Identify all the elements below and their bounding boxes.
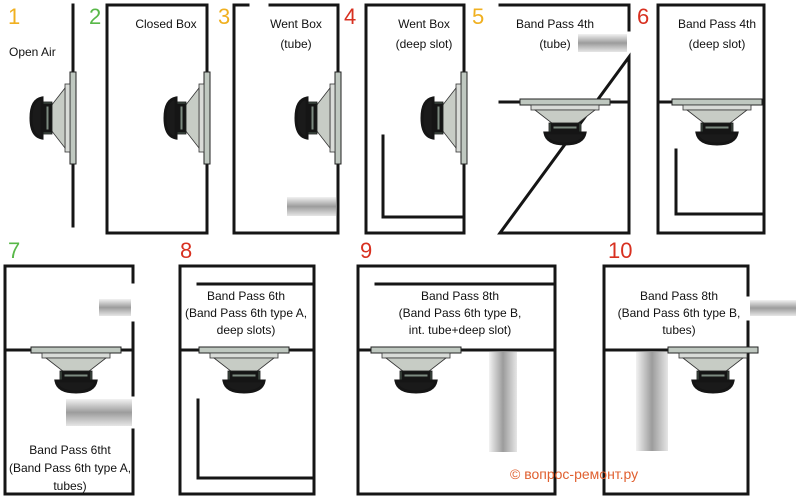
diagram-number: 3	[218, 4, 230, 29]
diagram-number: 8	[180, 238, 192, 263]
diagram-number: 1	[8, 4, 20, 29]
label-line: (Band Pass 6th type A,	[9, 461, 131, 475]
enclosure-box	[656, 3, 766, 235]
diagram-numbers: 1 2 3 4 5 6 7 8 9 10	[8, 4, 649, 263]
enclosure-box	[356, 264, 557, 496]
label-line: Band Pass 4th	[516, 17, 594, 31]
diagram-number: 10	[608, 238, 632, 263]
diagram-number: 9	[360, 238, 372, 263]
label-line: (tube)	[280, 37, 311, 51]
port-tube	[489, 352, 517, 452]
enclosure-box	[364, 3, 466, 235]
label-line: deep slots)	[217, 323, 276, 337]
enclosure-box	[232, 3, 340, 235]
speaker-icon	[420, 70, 469, 166]
speaker-icon	[29, 70, 78, 166]
slot-wall	[381, 134, 466, 219]
diagram-number: 5	[472, 4, 484, 29]
enclosure-box	[178, 264, 316, 496]
speaker-icon	[666, 345, 760, 394]
label-open-air: Open Air	[9, 45, 56, 59]
port-tube	[750, 300, 796, 316]
label-line: Band Pass 8th	[421, 289, 499, 303]
diagram-labels: Open Air Closed Box Went Box (tube) Went…	[9, 17, 756, 493]
label-line: tubes)	[53, 479, 86, 493]
port-tube	[99, 299, 131, 316]
speaker-icon	[670, 97, 764, 146]
port-tube	[636, 352, 668, 451]
label-line: Band Pass 6tht	[29, 443, 111, 457]
watermark: © вопрос-ремонт.ру	[510, 466, 638, 482]
label-closed-box: Closed Box	[135, 17, 196, 31]
diagram-number: 4	[344, 4, 356, 29]
speaker-icon	[294, 70, 343, 166]
slot-wall	[196, 398, 316, 480]
label-line: (tube)	[539, 37, 570, 51]
speaker-icon	[369, 345, 463, 394]
slot-wall	[674, 148, 766, 216]
label-line: Went Box	[398, 17, 450, 31]
enclosure-shapes	[3, 3, 796, 496]
label-line: Went Box	[270, 17, 322, 31]
diagram-number: 7	[8, 238, 20, 263]
label-line: (deep slot)	[689, 37, 746, 51]
speaker-icon	[29, 345, 123, 394]
label-line: int. tube+deep slot)	[409, 323, 511, 337]
label-line: Band Pass 6th	[207, 289, 285, 303]
port-tube	[287, 197, 336, 216]
label-line: (deep slot)	[396, 37, 453, 51]
speaker-icon	[197, 345, 291, 394]
diagram-number: 6	[637, 4, 649, 29]
label-line: (Band Pass 6th type A,	[185, 306, 307, 320]
port-tube	[66, 399, 132, 426]
label-line: Band Pass 8th	[640, 289, 718, 303]
label-line: (Band Pass 6th type B,	[399, 306, 522, 320]
label-line: Band Pass 4th	[678, 17, 756, 31]
label-line: tubes)	[662, 323, 695, 337]
label-line: (Band Pass 6th type B,	[618, 306, 741, 320]
speaker-icon	[518, 97, 612, 146]
diagram-number: 2	[89, 4, 101, 29]
port-tube	[578, 34, 627, 52]
speaker-icon	[163, 70, 212, 166]
